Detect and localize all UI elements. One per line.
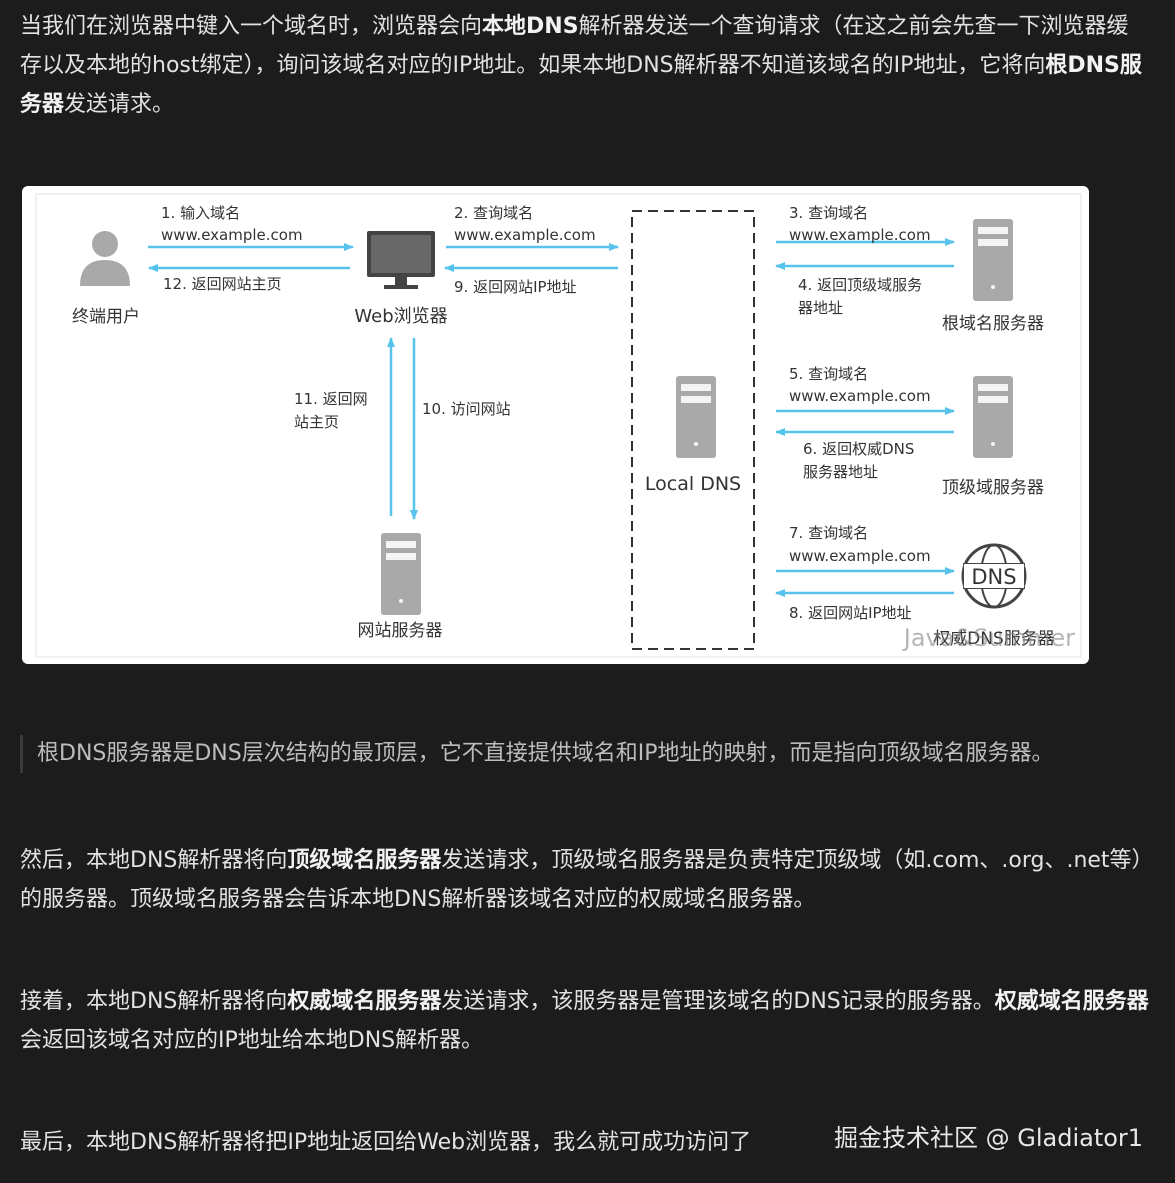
site-watermark: 掘金技术社区 @ Gladiator1 xyxy=(834,1124,1144,1152)
step3-title: 3. 查询域名 xyxy=(789,204,868,222)
text-span: 接着，本地DNS解析器将向 xyxy=(20,989,288,1014)
step1-title: 1. 输入域名 xyxy=(161,204,240,222)
bold-auth-server: 权威域名服务器 xyxy=(287,989,442,1014)
diagram-inner-border xyxy=(35,193,1082,658)
step3-domain: www.example.com xyxy=(789,226,931,244)
dns-globe-icon: DNS xyxy=(961,543,1027,609)
step12-label: 12. 返回网站主页 xyxy=(163,275,282,293)
step5-title: 5. 查询域名 xyxy=(789,365,868,383)
step4-line2: 器地址 xyxy=(798,299,843,317)
step9-label: 9. 返回网站IP地址 xyxy=(454,278,577,296)
local-dns-box xyxy=(631,210,755,650)
dns-resolution-diagram: 终端用户 Web浏览器 1. 输入域名 www.example.com 12. … xyxy=(22,186,1089,664)
step4-line1: 4. 返回顶级域服务 xyxy=(798,276,922,294)
step7-title: 7. 查询域名 xyxy=(789,524,868,542)
step8-label: 8. 返回网站IP地址 xyxy=(789,604,912,622)
text-span: 发送请求，顶级域名服务器是负责特定顶级域（如.com、.org、.net等）的服… xyxy=(20,848,1143,912)
tld-server-label: 顶级域服务器 xyxy=(942,478,1044,498)
step2-title: 2. 查询域名 xyxy=(454,204,533,222)
root-server-icon xyxy=(973,219,1013,301)
step11-line1: 11. 返回网 xyxy=(294,390,368,408)
step7-domain: www.example.com xyxy=(789,547,931,565)
step2-domain: www.example.com xyxy=(454,226,596,244)
root-server-label: 根域名服务器 xyxy=(942,314,1044,334)
web-server-label: 网站服务器 xyxy=(358,621,443,641)
tld-server-icon xyxy=(973,376,1013,458)
final-paragraph: 最后，本地DNS解析器将把IP地址返回给Web浏览器，我么就可成功访问了 xyxy=(20,1130,752,1155)
blockquote: 根DNS服务器是DNS层次结构的最顶层，它不直接提供域名和IP地址的映射，而是指… xyxy=(20,735,1157,773)
step10-label: 10. 访问网站 xyxy=(422,400,511,418)
step6-line1: 6. 返回权威DNS xyxy=(803,440,914,458)
auth-server-label: 权威DNS服务器 xyxy=(933,629,1055,649)
step5-domain: www.example.com xyxy=(789,387,931,405)
browser-label: Web浏览器 xyxy=(354,306,447,327)
text-span: 当我们在浏览器中键入一个域名时，浏览器会向 xyxy=(20,14,483,39)
user-label: 终端用户 xyxy=(72,307,140,327)
local-dns-server-icon xyxy=(676,376,716,458)
step11-line2: 站主页 xyxy=(294,413,339,431)
web-server-icon xyxy=(381,533,421,615)
text-span: 发送请求，该服务器是管理该域名的DNS记录的服务器。 xyxy=(441,989,995,1014)
monitor-icon xyxy=(367,231,435,289)
intro-paragraph: 当我们在浏览器中键入一个域名时，浏览器会向本地DNS解析器发送一个查询请求（在这… xyxy=(20,7,1150,124)
bold-tld-server: 顶级域名服务器 xyxy=(287,848,442,873)
diagram-watermark: Java&Summer xyxy=(902,624,1075,652)
authoritative-paragraph: 接着，本地DNS解析器将向权威域名服务器发送请求，该服务器是管理该域名的DNS记… xyxy=(20,982,1150,1060)
bold-local-dns: 本地DNS xyxy=(482,14,579,39)
bold-root-dns: 根DNS服务器 xyxy=(20,53,1142,117)
tld-paragraph: 然后，本地DNS解析器将向顶级域名服务器发送请求，顶级域名服务器是负责特定顶级域… xyxy=(20,841,1150,919)
text-span: 发送请求。 xyxy=(64,92,175,117)
user-icon xyxy=(80,231,130,286)
bold-auth-server: 权威域名服务器 xyxy=(994,989,1149,1014)
text-span: 解析器发送一个查询请求（在这之前会先查一下浏览器缓存以及本地的host绑定），询… xyxy=(20,14,1129,78)
dns-globe-text: DNS xyxy=(971,565,1016,589)
text-span: 然后，本地DNS解析器将向 xyxy=(20,848,288,873)
diagram-svg: 终端用户 Web浏览器 1. 输入域名 www.example.com 12. … xyxy=(35,193,1082,658)
text-span: 会返回该域名对应的IP地址给本地DNS解析器。 xyxy=(20,1028,484,1053)
step1-domain: www.example.com xyxy=(161,226,303,244)
local-dns-label: Local DNS xyxy=(645,473,741,495)
step6-line2: 服务器地址 xyxy=(803,463,878,481)
